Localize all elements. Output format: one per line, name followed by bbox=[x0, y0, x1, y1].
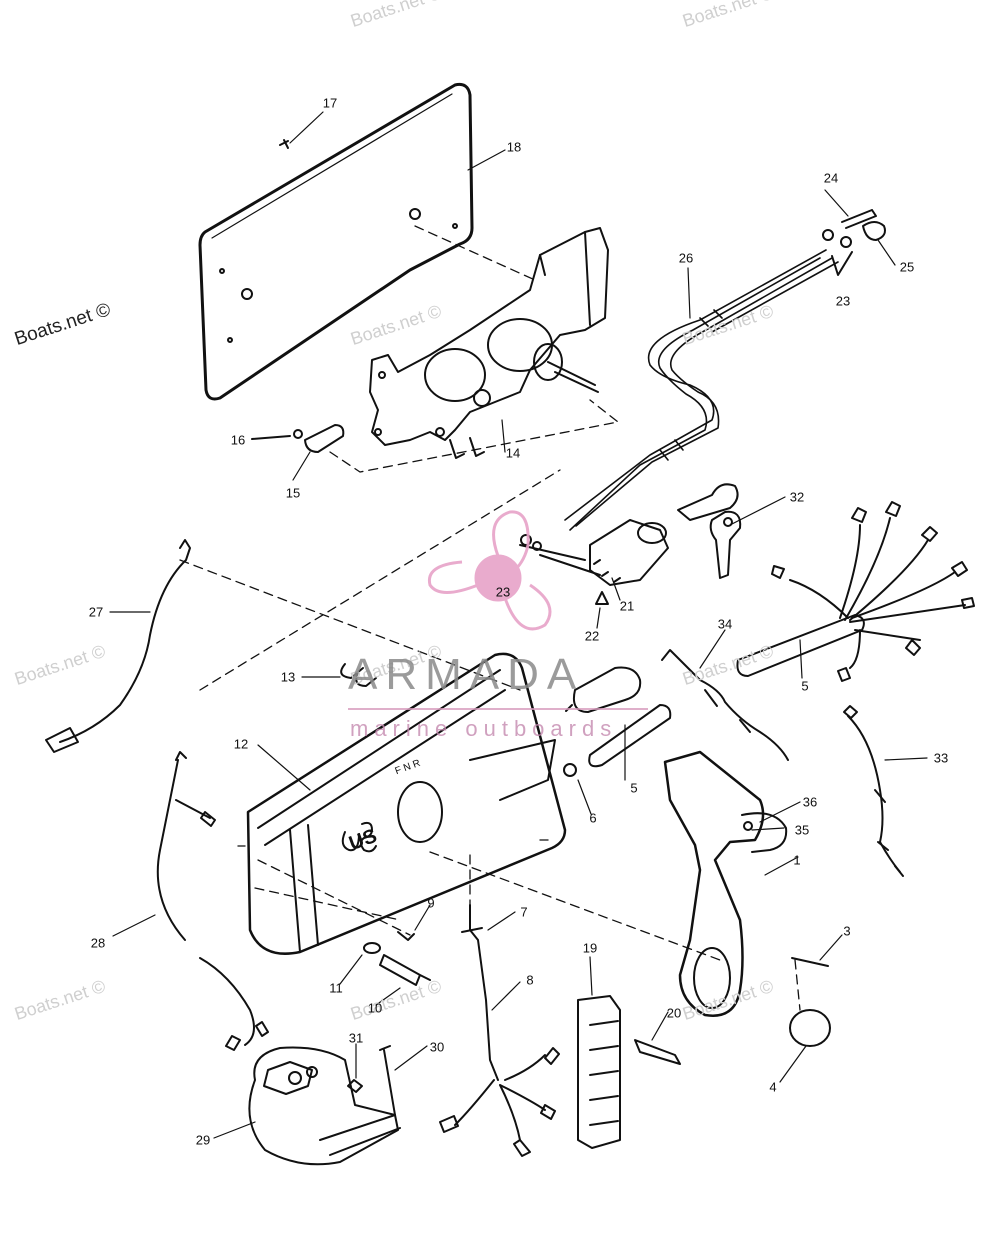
callout-30: 30 bbox=[429, 1039, 445, 1055]
callout-31: 31 bbox=[348, 1030, 364, 1046]
nut-23-upper bbox=[822, 229, 853, 276]
terminal-block-19 bbox=[577, 995, 621, 1149]
control-housing-12 bbox=[246, 652, 567, 955]
screw-17 bbox=[279, 139, 289, 149]
nut-31 bbox=[347, 1079, 363, 1093]
callout-14: 14 bbox=[505, 445, 521, 461]
armada-watermark: ARMADA bbox=[348, 650, 585, 699]
washer-16 bbox=[251, 429, 303, 440]
horn-29 bbox=[248, 1046, 401, 1166]
callout-13: 13 bbox=[280, 669, 296, 685]
callout-18: 18 bbox=[506, 139, 522, 155]
screw-9 bbox=[397, 931, 415, 941]
armada-subtitle: marine outboards bbox=[350, 716, 618, 741]
clip-25 bbox=[862, 221, 886, 241]
callout-34: 34 bbox=[717, 616, 733, 632]
callout-16: 16 bbox=[230, 432, 246, 448]
callout-24: 24 bbox=[823, 170, 839, 186]
keys-32 bbox=[677, 483, 742, 579]
alignment-lines-lower bbox=[237, 839, 801, 1011]
callout-22: 22 bbox=[584, 628, 600, 644]
callout-12: 12 bbox=[233, 736, 249, 752]
callout-25: 25 bbox=[899, 259, 915, 275]
callout-15: 15 bbox=[285, 485, 301, 501]
callout-29: 29 bbox=[195, 1132, 211, 1148]
callout-6: 6 bbox=[589, 810, 597, 826]
wire-28 bbox=[156, 751, 269, 1051]
ignition-switch-21 bbox=[519, 519, 669, 586]
wire-27 bbox=[45, 539, 191, 753]
callout-9: 9 bbox=[427, 895, 435, 911]
callout-23-upper: 23 bbox=[835, 293, 851, 309]
control-mechanism-14 bbox=[369, 227, 609, 459]
callout-32: 32 bbox=[789, 489, 805, 505]
callout-5-upper: 5 bbox=[801, 678, 809, 694]
pin-15 bbox=[304, 424, 345, 453]
screw-30 bbox=[379, 1045, 396, 1116]
mounting-plate-18 bbox=[198, 83, 474, 401]
pin-3 bbox=[791, 957, 829, 967]
wire-33 bbox=[843, 705, 904, 877]
callout-33: 33 bbox=[933, 750, 949, 766]
callout-10: 10 bbox=[367, 1000, 383, 1016]
armada-underline bbox=[348, 708, 648, 710]
callout-7: 7 bbox=[520, 904, 528, 920]
callout-4: 4 bbox=[769, 1079, 777, 1095]
screw-20 bbox=[634, 1039, 681, 1065]
callout-17: 17 bbox=[322, 95, 338, 111]
callout-28: 28 bbox=[90, 935, 106, 951]
washer-11 bbox=[363, 942, 381, 954]
callout-11: 11 bbox=[329, 980, 343, 996]
bolt-10 bbox=[379, 954, 431, 986]
callout-20: 20 bbox=[666, 1005, 682, 1021]
callout-27: 27 bbox=[88, 604, 104, 620]
alignment-lines-top bbox=[179, 225, 619, 691]
callout-19: 19 bbox=[582, 940, 598, 956]
callout-23-lower: 23 bbox=[495, 584, 511, 600]
wire-harness-5-upper bbox=[736, 501, 975, 682]
armada-logo-icon bbox=[427, 510, 552, 631]
callout-1: 1 bbox=[793, 852, 801, 868]
retainer-6 bbox=[563, 763, 577, 777]
knob-4 bbox=[789, 1009, 831, 1047]
callout-5-lower: 5 bbox=[630, 780, 638, 796]
wire-34 bbox=[661, 649, 789, 761]
callout-3: 3 bbox=[843, 923, 851, 939]
sleeve-5-lower bbox=[588, 704, 672, 768]
pin-24 bbox=[841, 209, 877, 229]
callout-26: 26 bbox=[678, 250, 694, 266]
handle-1 bbox=[663, 750, 788, 1017]
wire-7-8 bbox=[439, 904, 560, 1157]
callout-36: 36 bbox=[802, 794, 818, 810]
control-cables-26 bbox=[564, 249, 839, 531]
cap-22 bbox=[595, 591, 609, 605]
callout-35: 35 bbox=[794, 822, 810, 838]
nut-23-lower bbox=[520, 534, 542, 551]
leader-lines bbox=[109, 111, 928, 1139]
callout-21: 21 bbox=[619, 598, 635, 614]
callout-8: 8 bbox=[526, 972, 534, 988]
pin-13 bbox=[340, 663, 377, 687]
